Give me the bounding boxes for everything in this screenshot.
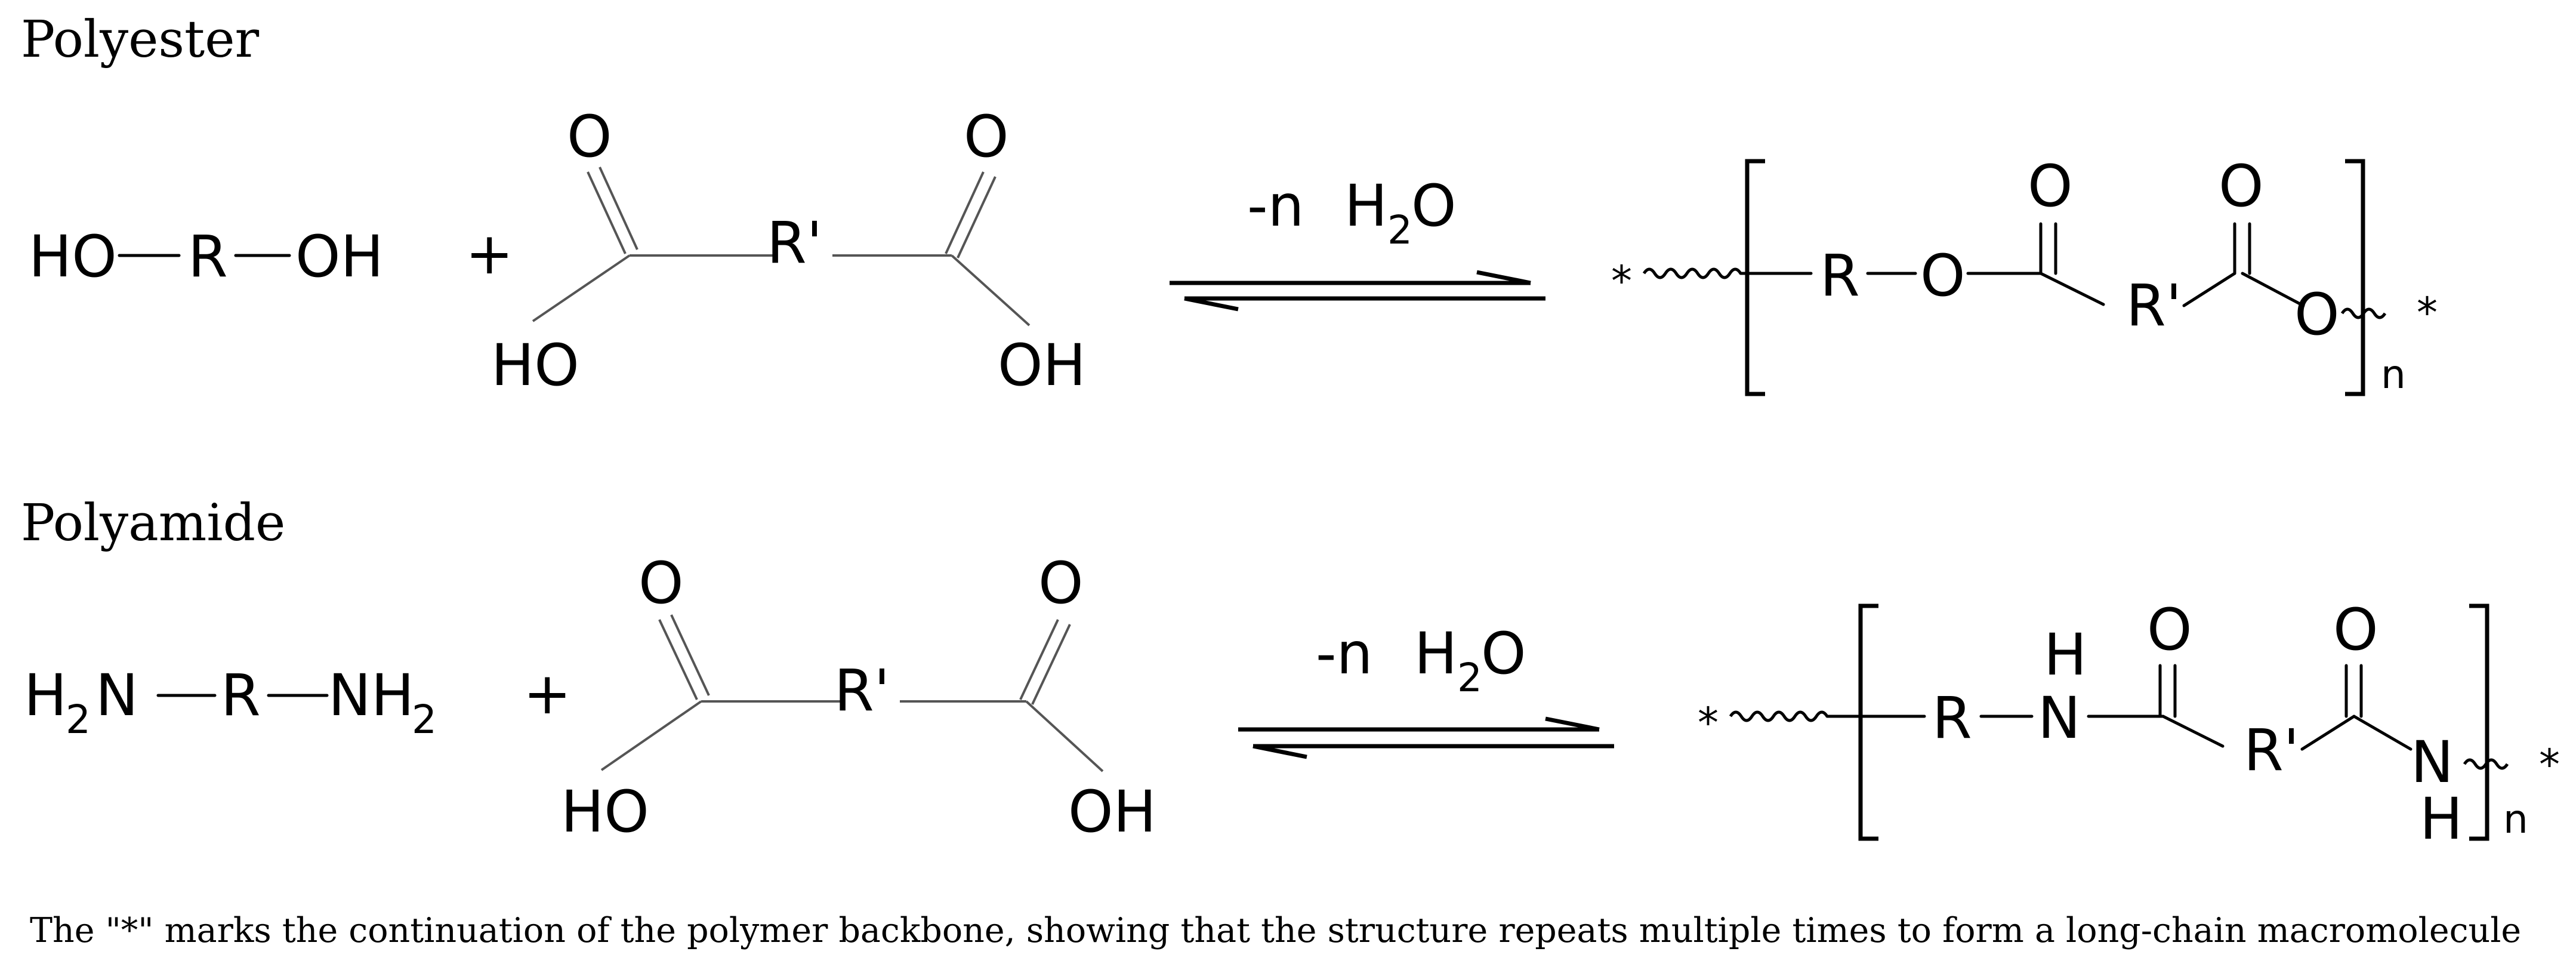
diacid-r-prime: R' bbox=[767, 210, 822, 276]
product2-n2: N bbox=[2411, 729, 2454, 796]
diacid-oh-bond-right bbox=[951, 254, 1031, 327]
diacid-oh-bond-left bbox=[532, 254, 631, 322]
product2-r-prime: R' bbox=[2244, 717, 2299, 784]
diamine-sub-left: 2 bbox=[66, 697, 91, 743]
byproduct2-o: O bbox=[1481, 620, 1526, 687]
polyamide-equilibrium-arrow bbox=[1238, 716, 1614, 759]
diacid2-co-left-a bbox=[658, 619, 698, 700]
product2-h1: H bbox=[2044, 621, 2087, 688]
product2-h2: H bbox=[2420, 786, 2463, 852]
reverse-arrow2-head bbox=[1252, 744, 1307, 759]
forward-arrow-head bbox=[1476, 270, 1531, 285]
byproduct2-h: H bbox=[1414, 620, 1457, 687]
product-r-prime: R' bbox=[2126, 272, 2182, 339]
polyester-byproduct: -n H 2 O bbox=[1247, 173, 1457, 253]
diol-ho: HO bbox=[29, 223, 117, 290]
product-star-left: * bbox=[1611, 257, 1632, 306]
wavy-bond-right bbox=[2340, 307, 2387, 319]
polyamide-plus: + bbox=[523, 660, 571, 727]
bond2-rp-c2 bbox=[2300, 715, 2356, 751]
diacid-co-left-b bbox=[599, 167, 638, 250]
product-carbonyl-o-right: O bbox=[2219, 153, 2264, 220]
byproduct-coeff: -n bbox=[1247, 173, 1304, 239]
polyamide-product: * R N H O R' O N H * n bbox=[1698, 596, 2560, 852]
polyester-diacid: O O R' HO OH bbox=[491, 103, 1086, 399]
product-repeat-n: n bbox=[2381, 352, 2406, 398]
product-carbonyl-o-left: O bbox=[2028, 153, 2073, 220]
byproduct-sub: 2 bbox=[1387, 207, 1412, 253]
diamine-sub-right: 2 bbox=[412, 697, 437, 743]
diacid2-o-left: O bbox=[638, 550, 684, 617]
polyamide-byproduct: -n H 2 O bbox=[1316, 620, 1526, 701]
product-o1: O bbox=[1920, 242, 1966, 309]
diol-oh: OH bbox=[295, 223, 384, 290]
polyester-diol: HO R OH bbox=[29, 223, 384, 290]
polyamide-section: Polyamide H 2 N R NH 2 + O O R' HO bbox=[21, 494, 2560, 852]
diacid-oh: OH bbox=[998, 332, 1086, 399]
diamine-n-left: N bbox=[95, 662, 138, 729]
polyester-plus: + bbox=[465, 220, 513, 287]
product2-carbonyl-o-left: O bbox=[2147, 596, 2192, 663]
byproduct-h: H bbox=[1344, 173, 1387, 239]
byproduct-o: O bbox=[1411, 173, 1457, 239]
polyamide-diamine: H 2 N R NH 2 bbox=[24, 662, 437, 743]
wavy-bond-left bbox=[1642, 267, 1742, 279]
diacid-o-right: O bbox=[964, 103, 1009, 170]
diacid2-r-prime: R' bbox=[834, 657, 890, 724]
caption: The "*" marks the continuation of the po… bbox=[30, 911, 2521, 950]
byproduct2-coeff: -n bbox=[1316, 620, 1372, 687]
product2-repeat-n: n bbox=[2503, 796, 2528, 842]
diacid-co-right-b bbox=[957, 176, 997, 258]
diacid-o-left: O bbox=[567, 103, 612, 170]
forward-arrow2-head bbox=[1545, 716, 1600, 732]
diacid2-oh-bond-right bbox=[1025, 700, 1104, 772]
diacid2-o-right: O bbox=[1038, 550, 1084, 617]
polyester-product: * R O O R' O O * n bbox=[1611, 153, 2438, 398]
diacid2-co-right-b bbox=[1031, 624, 1071, 705]
bond2-c1-rp bbox=[2161, 715, 2225, 748]
diamine-h-left: H bbox=[24, 662, 67, 729]
wavy2-bond-left bbox=[1729, 710, 1829, 722]
polyester-equilibrium-arrow bbox=[1170, 270, 1545, 312]
bond-c2-o2 bbox=[2241, 272, 2305, 307]
diacid2-oh: OH bbox=[1068, 778, 1156, 845]
product2-carbonyl-o-right: O bbox=[2333, 596, 2378, 663]
diacid-co-right-a bbox=[945, 171, 985, 254]
product2-n1: N bbox=[2038, 685, 2081, 752]
bracket2-right bbox=[2469, 603, 2489, 841]
bracket-left bbox=[1745, 159, 1765, 396]
polyester-title: Polyester bbox=[21, 10, 260, 69]
byproduct2-sub: 2 bbox=[1457, 655, 1482, 701]
wavy2-bond-right bbox=[2463, 758, 2509, 770]
diacid-ho: HO bbox=[491, 332, 579, 399]
diacid2-ho: HO bbox=[561, 778, 649, 845]
product-o2: O bbox=[2294, 281, 2340, 348]
diacid2-co-right-a bbox=[1019, 619, 1059, 700]
diacid2-oh-bond-left bbox=[600, 700, 702, 771]
product2-star-left: * bbox=[1698, 698, 1719, 747]
bond2-c2-n2 bbox=[2352, 715, 2413, 751]
diamine-r: R bbox=[221, 662, 261, 729]
product2-r: R bbox=[1932, 685, 1972, 752]
bond-c1-rp bbox=[2039, 272, 2105, 306]
bracket2-left bbox=[1858, 603, 1878, 841]
reverse-arrow-head bbox=[1184, 296, 1239, 312]
bracket-right bbox=[2345, 159, 2365, 396]
diacid-co-left-a bbox=[587, 171, 627, 254]
diamine-nh-right: NH bbox=[328, 662, 414, 729]
bond-rp-c2 bbox=[2182, 272, 2236, 307]
polyamide-title: Polyamide bbox=[21, 494, 285, 553]
polyamide-diacid: O O R' HO OH bbox=[561, 550, 1156, 845]
polyester-section: Polyester HO R OH + O O R' HO OH bbox=[21, 10, 2438, 399]
diacid2-co-left-b bbox=[670, 614, 710, 696]
product2-star-right: * bbox=[2539, 740, 2560, 789]
diol-r: R bbox=[188, 223, 228, 290]
product-r: R bbox=[1820, 242, 1860, 309]
product-star-right: * bbox=[2417, 288, 2438, 337]
